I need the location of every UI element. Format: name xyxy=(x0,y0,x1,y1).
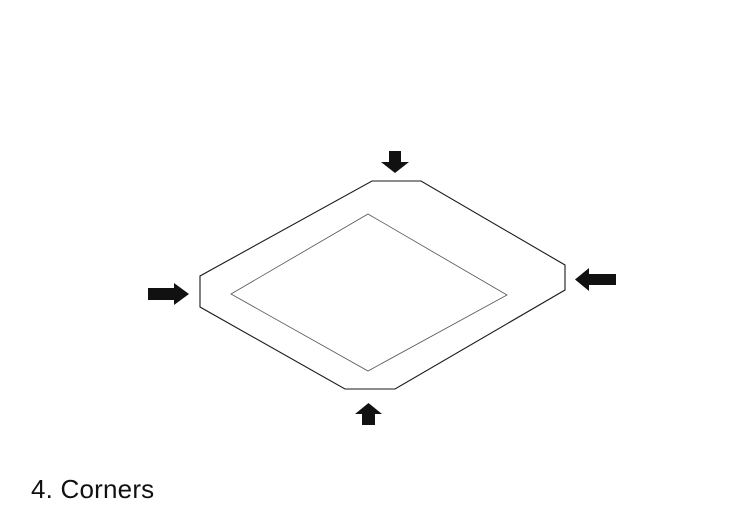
figure-caption: 4. Corners xyxy=(31,474,155,504)
arrow-up-icon xyxy=(355,403,382,425)
arrow-down-icon xyxy=(381,151,409,173)
arrow-left-icon xyxy=(575,268,616,291)
arrow-right-icon xyxy=(148,283,189,305)
inner-rhombus-outline xyxy=(230,213,508,372)
outer-chamfered-outline xyxy=(199,180,566,390)
